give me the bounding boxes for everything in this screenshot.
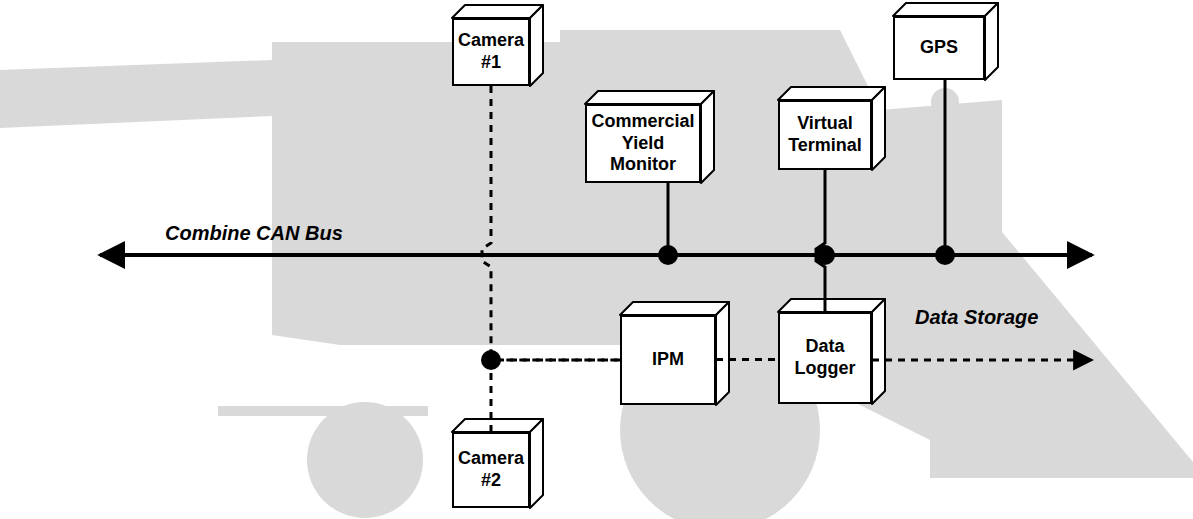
rear-axle-bar (218, 406, 428, 416)
device-name: Camera #2 (458, 448, 524, 491)
bus-junction-dot (658, 245, 678, 265)
box-depth-face (872, 87, 885, 170)
box-depth-face (620, 302, 729, 315)
bus-junction-dot (935, 245, 955, 265)
box-depth-face (530, 419, 543, 508)
header-bar (0, 60, 272, 128)
box-depth-face (452, 5, 543, 18)
diagram-label: Combine CAN Bus (162, 222, 346, 245)
box-depth-face (452, 419, 543, 432)
device-name: Data Logger (786, 336, 864, 379)
device-box: Camera #1 (452, 18, 530, 86)
bus-drop-wire (944, 80, 947, 255)
connector-line (816, 170, 825, 312)
diagram-label: Data Storage (912, 306, 1041, 329)
device-box: Data Logger (778, 312, 872, 404)
box-depth-face (985, 3, 998, 80)
box-depth-face (778, 87, 885, 100)
device-box: Virtual Terminal (778, 100, 872, 170)
box-depth-face (716, 302, 729, 405)
device-box: Commercial Yield Monitor (585, 104, 701, 183)
device-name: GPS (920, 37, 958, 59)
device-name: Commercial Yield Monitor (591, 111, 694, 176)
box-depth-face (530, 5, 543, 86)
harvester-shape (0, 30, 1193, 519)
connector-line (491, 360, 620, 432)
device-name: Camera #1 (458, 30, 524, 73)
box-depth-face (872, 299, 885, 404)
connector-line (716, 358, 778, 361)
device-box: IPM (620, 315, 716, 405)
device-box: Camera #2 (452, 432, 530, 508)
device-name: IPM (652, 349, 684, 371)
box-depth-face (778, 299, 885, 312)
device-name: Virtual Terminal (786, 113, 864, 156)
rear-wheel (307, 402, 423, 518)
device-box: GPS (893, 16, 985, 80)
data-storage-arrow (872, 359, 1092, 362)
box-depth-face (701, 91, 714, 183)
box-depth-face (893, 3, 998, 16)
box-depth-face (585, 91, 714, 104)
connectors (482, 86, 825, 432)
